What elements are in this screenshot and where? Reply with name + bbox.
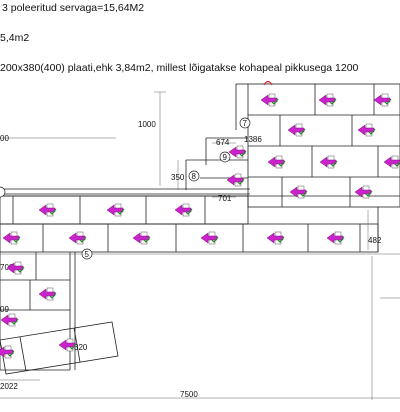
marker-8: 8 <box>188 170 200 182</box>
tile-arrow-icon <box>38 203 57 217</box>
tile-arrow-icon <box>357 123 376 137</box>
note-plate-description: 200x380(400) plaati,ehk 3,84m2, millest … <box>0 62 359 74</box>
tile-arrow-icon <box>287 123 306 137</box>
tile-arrow-icon <box>174 203 193 217</box>
corridor-lines <box>0 188 400 197</box>
tile-row-middle <box>0 195 249 225</box>
tile-arrow-icon <box>373 93 392 107</box>
dimension-00: 00 <box>0 134 9 143</box>
dimension-482: 482 <box>368 236 382 245</box>
red-mark <box>263 80 273 86</box>
tile-arrow-icon <box>106 203 125 217</box>
tile-arrow-icon <box>326 231 345 245</box>
tile-arrow-icon <box>226 173 245 187</box>
svg-text:5: 5 <box>85 250 90 259</box>
tile-arrow-icon <box>0 345 15 359</box>
marker-5: 5 <box>81 248 93 260</box>
marker-left-edge <box>0 186 6 198</box>
dimension-09: 09 <box>0 305 9 314</box>
dimension-1000: 1000 <box>138 120 156 129</box>
tile-arrow-icon <box>38 287 57 301</box>
tile-arrow-icon <box>132 231 151 245</box>
svg-text:9: 9 <box>223 153 228 162</box>
dimension-2022: 2022 <box>0 382 18 391</box>
dimension-350: 350 <box>171 173 185 182</box>
marker-7: 7 <box>239 117 251 129</box>
tile-arrow-icon <box>200 231 219 245</box>
tile-arrow-icon <box>228 145 247 159</box>
dimension-700: 700 <box>0 263 14 272</box>
tile-arrow-icon <box>319 155 338 169</box>
tile-arrow-icon <box>318 93 337 107</box>
tile-arrow-icon <box>260 93 279 107</box>
marker-9: 9 <box>219 151 231 163</box>
dimension-1386: 1386 <box>244 135 262 144</box>
svg-text:8: 8 <box>192 172 197 181</box>
tile-arrow-icon <box>68 231 87 245</box>
svg-text:7: 7 <box>243 119 248 128</box>
tile-arrow-icon <box>267 155 286 169</box>
tile-row-lower <box>0 207 379 253</box>
tile-icons <box>0 93 400 359</box>
dimension-674: 674 <box>216 138 230 147</box>
tile-arrow-icon <box>2 231 21 245</box>
dimension-701: 701 <box>218 194 232 203</box>
tile-arrow-icon <box>0 313 19 327</box>
tile-arrow-icon <box>383 155 400 169</box>
note-area-small: 5,4m2 <box>0 32 30 44</box>
note-area-polished: 3 poleeritud servaga=15,64M2 <box>2 2 145 14</box>
tile-grid-upper-right <box>235 83 400 208</box>
dimension-7500: 7500 <box>180 390 198 399</box>
tile-arrow-icon <box>266 231 285 245</box>
dimension-320: 320 <box>74 343 88 352</box>
tile-block-rotated <box>0 321 119 375</box>
dimension-lines <box>0 91 400 400</box>
